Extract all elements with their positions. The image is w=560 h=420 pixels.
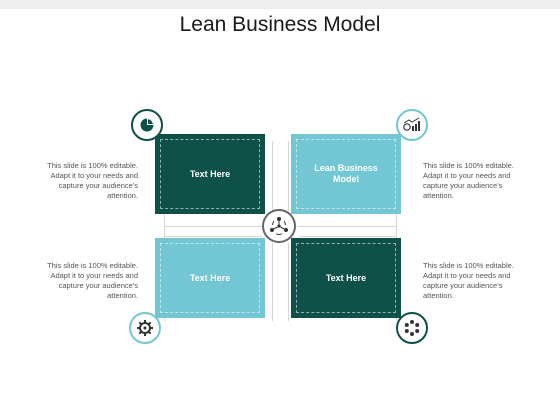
dashed-border xyxy=(296,139,396,209)
growth-chart-icon xyxy=(396,109,428,141)
connector-line xyxy=(298,226,396,227)
quadrant-label: Text Here xyxy=(325,272,367,283)
page-title: Lean Business Model xyxy=(179,13,381,36)
connector-line xyxy=(288,141,289,211)
quadrant-label: Lean Business Model xyxy=(314,163,378,184)
dots-circle-icon xyxy=(396,312,428,344)
connector-line xyxy=(298,236,396,237)
quadrant-label: Text Here xyxy=(189,272,231,283)
connector-line xyxy=(164,226,262,227)
network-people-icon xyxy=(262,209,296,243)
connector-line xyxy=(164,141,165,321)
connector-line xyxy=(272,243,273,321)
dashed-border xyxy=(296,243,396,313)
quadrant-top-left-description: This slide is 100% editable. Adapt it to… xyxy=(47,161,138,200)
quadrant-top-right-description: This slide is 100% editable. Adapt it to… xyxy=(423,161,514,200)
connector-line xyxy=(396,141,397,321)
quadrant-top-right-box: Lean Business Model xyxy=(291,134,401,214)
connector-line xyxy=(288,243,289,321)
quadrant-bottom-left-box: Text Here xyxy=(155,238,265,318)
quadrant-bottom-right-description: This slide is 100% editable. Adapt it to… xyxy=(423,261,514,300)
dashed-border xyxy=(160,139,260,209)
connector-line xyxy=(272,141,273,211)
pie-chart-icon xyxy=(131,109,163,141)
connector-line xyxy=(164,236,262,237)
quadrant-bottom-right-box: Text Here xyxy=(291,238,401,318)
quadrant-top-left-box: Text Here xyxy=(155,134,265,214)
dashed-border xyxy=(160,243,260,313)
gear-icon xyxy=(129,312,161,344)
top-bar xyxy=(0,0,560,9)
quadrant-label: Text Here xyxy=(189,168,231,179)
quadrant-bottom-left-description: This slide is 100% editable. Adapt it to… xyxy=(47,261,138,300)
